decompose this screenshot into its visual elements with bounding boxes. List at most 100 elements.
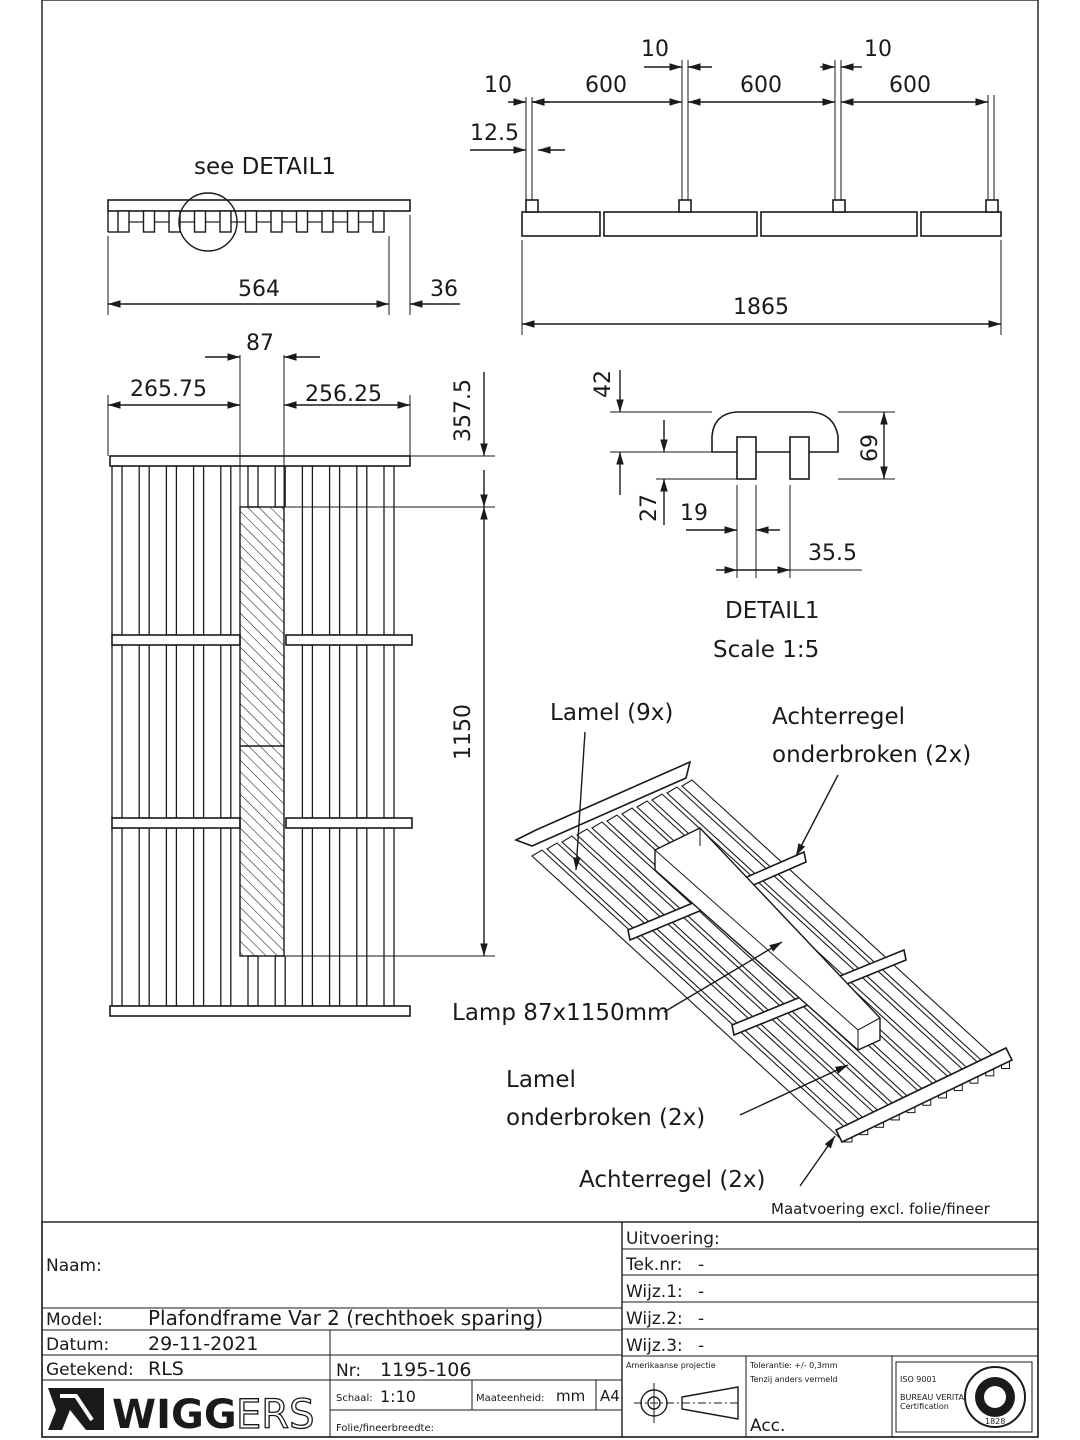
- plan-slat: [328, 465, 341, 636]
- top-view-slat: [219, 210, 232, 233]
- plan-slat: [356, 827, 368, 1007]
- plan-slat: [247, 955, 259, 1007]
- label-lamel-onderbroken-1: Lamel: [506, 1067, 576, 1093]
- plan-slat: [383, 644, 395, 819]
- projection-label: Amerikaanse projectie: [626, 1361, 716, 1370]
- title-block: Naam: Model: Plafondframe Var 2 (rechtho…: [41, 1221, 1039, 1439]
- plan-slat: [301, 827, 314, 1007]
- model-value: Plafondframe Var 2 (rechthoek sparing): [148, 1306, 543, 1330]
- plan-slat: [274, 955, 286, 1007]
- plan-slat: [301, 644, 314, 819]
- label-teknr: Tek.nr:: [625, 1255, 682, 1275]
- plan-slat: [192, 644, 205, 819]
- plan-slat: [111, 644, 123, 819]
- getekend-value: RLS: [148, 1358, 184, 1380]
- dim-12-5: 12.5: [470, 121, 519, 146]
- top-view: see DETAIL1 564 36: [107, 154, 460, 315]
- label-uitvoering: Uitvoering:: [626, 1229, 720, 1249]
- plan-slat: [138, 644, 150, 819]
- top-view-slat: [372, 210, 385, 233]
- top-view-slat: [346, 210, 360, 233]
- lamp-cutout: [239, 506, 285, 957]
- label-model: Model:: [46, 1310, 103, 1330]
- plan-slat: [111, 465, 123, 636]
- cert-iso: ISO 9001: [900, 1375, 937, 1384]
- certification-badge: ISO 9001 BUREAU VERITAS Certification 18…: [895, 1361, 1033, 1433]
- dim-19: 19: [680, 501, 708, 526]
- dim-87: 87: [246, 331, 274, 356]
- dim-265-75: 265.75: [130, 377, 207, 402]
- label-datum: Datum:: [46, 1335, 109, 1355]
- dim-35-5: 35.5: [808, 541, 857, 566]
- projection-symbol-icon: [634, 1383, 739, 1423]
- label-acc: Acc.: [750, 1416, 785, 1436]
- nr-value: 1195-106: [380, 1359, 471, 1381]
- dim-600-a: 600: [585, 73, 627, 98]
- plan-slat: [165, 465, 178, 636]
- plan-slat: [356, 465, 368, 636]
- datum-value: 29-11-2021: [148, 1333, 258, 1355]
- plan-slat: [220, 827, 232, 1007]
- dim-1865: 1865: [733, 295, 789, 320]
- dim-10-a: 10: [484, 73, 512, 98]
- plan-slat: [383, 465, 395, 636]
- plan-slat: [165, 644, 178, 819]
- plan-slat: [220, 644, 232, 819]
- dim-357-5: 357.5: [451, 379, 476, 442]
- plan-slat: [328, 827, 341, 1007]
- plan-slat: [220, 465, 232, 636]
- cert-certification: Certification: [900, 1402, 949, 1411]
- label-lamel: Lamel (9x): [550, 700, 673, 726]
- dim-600-c: 600: [889, 73, 931, 98]
- detail-callout-circle: [178, 192, 238, 252]
- dim-10-b: 10: [641, 37, 669, 62]
- dim-600-b: 600: [740, 73, 782, 98]
- label-achterregel: Achterregel (2x): [579, 1167, 766, 1193]
- see-detail-label: see DETAIL1: [194, 154, 336, 180]
- plan-slat: [247, 465, 259, 508]
- top-view-slat: [193, 210, 207, 233]
- plan-slat: [328, 644, 341, 819]
- top-view-slat: [321, 210, 334, 233]
- top-view-slat: [270, 210, 283, 233]
- plan-slat: [165, 827, 178, 1007]
- plan-slat: [192, 827, 205, 1007]
- paper-size: A4: [600, 1387, 620, 1405]
- top-view-slat: [117, 210, 130, 233]
- tolerance-line-2: Tenzij anders vermeld: [749, 1375, 838, 1384]
- detail-title: DETAIL1: [725, 598, 819, 624]
- plan-slat: [138, 827, 150, 1007]
- isometric-view: Lamel (9x) Achterregel onderbroken (2x) …: [452, 700, 1014, 1218]
- dim-256-25: 256.25: [305, 382, 382, 407]
- label-achterregel-onderbroken-1: Achterregel: [772, 704, 905, 730]
- teknr-value: -: [698, 1255, 704, 1275]
- label-wijz1: Wijz.1:: [626, 1282, 683, 1302]
- wijz3-value: -: [698, 1336, 704, 1356]
- note-dimensions: Maatvoering excl. folie/fineer: [771, 1200, 991, 1218]
- schaal-value: 1:10: [380, 1387, 416, 1406]
- label-maateenheid: Maateenheid:: [476, 1393, 544, 1404]
- plan-slat: [111, 827, 123, 1007]
- maateenheid-value: mm: [556, 1387, 585, 1405]
- plan-slat: [301, 465, 314, 636]
- logo-text-outline: ERS: [236, 1392, 314, 1438]
- detail-view: 42 69 27 19 35.5 DETAIL1 Scale 1:5: [591, 370, 895, 663]
- company-logo: WIGG ERS: [48, 1388, 315, 1439]
- dim-564: 564: [238, 277, 280, 302]
- detail-scale: Scale 1:5: [713, 637, 819, 663]
- plan-slat: [192, 465, 205, 636]
- label-getekend: Getekend:: [46, 1360, 134, 1380]
- label-lamel-onderbroken-2: onderbroken (2x): [506, 1105, 705, 1131]
- plan-view: 87 265.75 256.25 357.5 1150: [107, 331, 495, 1017]
- label-folie: Folie/fineerbreedte:: [336, 1423, 434, 1434]
- plan-slat: [138, 465, 150, 636]
- dim-1150: 1150: [451, 704, 476, 760]
- label-schaal: Schaal:: [336, 1393, 373, 1404]
- plan-slat: [356, 644, 368, 819]
- cert-bv: BUREAU VERITAS: [900, 1393, 969, 1402]
- top-view-slat: [295, 210, 309, 233]
- top-view-slat: [142, 210, 156, 233]
- label-naam: Naam:: [46, 1256, 102, 1276]
- front-view: 10 600 10 600 10 600 12.5 1865: [470, 37, 1002, 335]
